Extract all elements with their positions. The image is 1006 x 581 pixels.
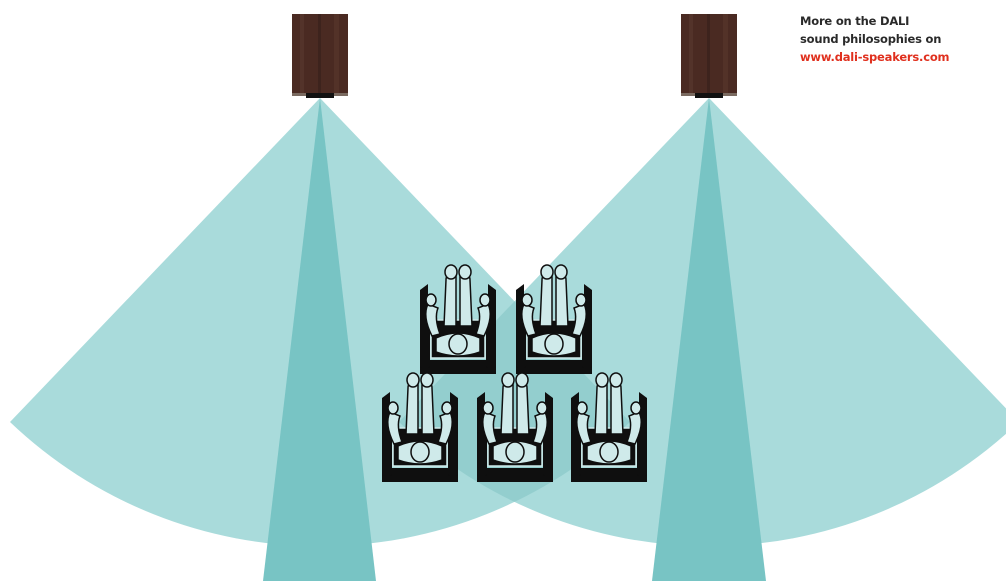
info-caption: More on the DALI sound philosophies on w… (800, 12, 949, 66)
caption-line-1: More on the DALI (800, 12, 949, 30)
website-link[interactable]: www.dali-speakers.com (800, 48, 949, 66)
caption-line-2: sound philosophies on (800, 30, 949, 48)
right-speaker (681, 14, 737, 98)
left-speaker (292, 14, 348, 98)
